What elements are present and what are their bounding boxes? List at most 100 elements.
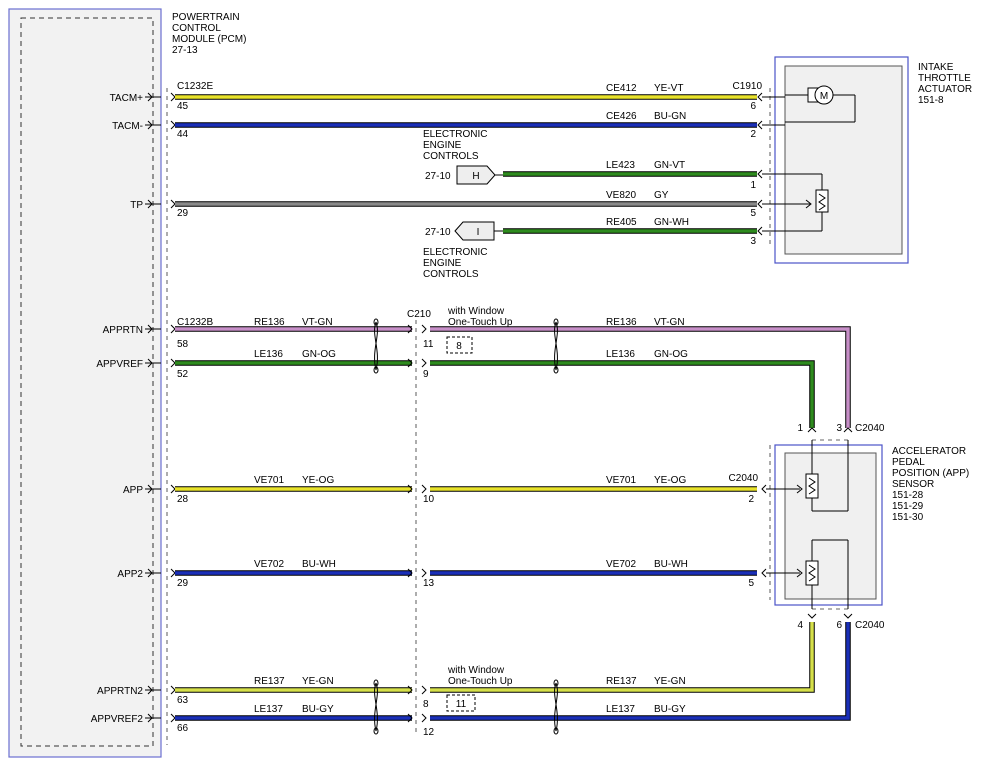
connector-c2040-mid: C2040	[729, 473, 759, 484]
app-end-pin-6: 6	[836, 620, 842, 631]
actuator-title-2: THROTTLE	[918, 73, 971, 84]
pin-label-appvref: APPVREF	[96, 359, 143, 370]
intake-throttle-actuator	[769, 56, 909, 264]
color-app2-right: BU-WH	[654, 559, 688, 570]
actuator-title-4: 151-8	[918, 95, 944, 106]
end-pin-1: 1	[750, 180, 756, 191]
c210-pin-9: 9	[423, 369, 429, 380]
pcm-title-3: MODULE (PCM)	[172, 34, 246, 45]
pcm-pin-45: 45	[177, 101, 189, 112]
eec-tag-h-label: H	[472, 171, 479, 182]
pin-label-apprtn: APPRTN	[103, 325, 143, 336]
end-pin-6: 6	[750, 101, 756, 112]
window-note-bottom-1: with Window	[447, 665, 505, 676]
color-app2-left: BU-WH	[302, 559, 336, 570]
pcm-pin-chevrons	[145, 92, 161, 723]
pin-label-apprtn2: APPRTN2	[97, 686, 143, 697]
eec-tag-h	[456, 165, 503, 185]
eec-top-label-2: ENGINE	[423, 140, 462, 151]
end-pin-3: 3	[750, 236, 756, 247]
eec-top-label-1: ELECTRONIC	[423, 129, 487, 140]
wire-appvref	[175, 360, 815, 428]
c210-pin-11: 11	[423, 339, 434, 350]
circuit-le423: LE423	[606, 160, 635, 171]
color-appvref-left: GN-OG	[302, 349, 336, 360]
window-ref-top: 8	[456, 341, 462, 352]
eec-tag-i	[454, 221, 503, 241]
pin-label-appvref2: APPVREF2	[91, 714, 144, 725]
end-pin-2: 2	[750, 129, 756, 140]
pin-label-tacm-plus: TACM+	[110, 93, 144, 104]
color-app-right: YE-OG	[654, 475, 686, 486]
end-pin-5: 5	[750, 208, 756, 219]
circuit-app-right: VE701	[606, 475, 636, 486]
connector-c210: C210	[407, 309, 431, 320]
pin-label-tacm-minus: TACM-	[112, 121, 143, 132]
eec-tag-h-ref: 27-10	[425, 171, 451, 182]
app-sensor-pot-2-icon	[785, 539, 849, 609]
end-chevrons	[757, 92, 853, 619]
pcm-pin-29-app2: 29	[177, 578, 189, 589]
circuit-tacm-plus: CE412	[606, 83, 637, 94]
eec-bottom-label-3: CONTROLS	[423, 269, 479, 280]
color-app-left: YE-OG	[302, 475, 334, 486]
color-apprtn2-right: YE-GN	[654, 676, 686, 687]
circuit-app-left: VE701	[254, 475, 284, 486]
pin-label-app: APP	[123, 485, 143, 496]
c210-chevrons	[407, 324, 427, 723]
connector-c2040-bottom: C2040	[855, 620, 885, 631]
app-title-6: 151-29	[892, 501, 924, 512]
color-tacm-plus: YE-VT	[654, 83, 683, 94]
actuator-title-1: INTAKE	[918, 62, 954, 73]
circuit-appvref-left: LE136	[254, 349, 283, 360]
pcm-module	[8, 8, 168, 758]
color-tp: GY	[654, 190, 669, 201]
app-title-2: PEDAL	[892, 457, 925, 468]
app-end-pin-1: 1	[797, 423, 803, 434]
circuit-app2-left: VE702	[254, 559, 284, 570]
color-re405: GN-WH	[654, 217, 689, 228]
app-end-pin-2: 2	[748, 494, 754, 505]
connector-c1232e: C1232E	[177, 81, 213, 92]
window-note-bottom-2: One-Touch Up	[448, 676, 513, 687]
color-le423: GN-VT	[654, 160, 685, 171]
app-title-5: 151-28	[892, 490, 924, 501]
pcm-pin-52: 52	[177, 369, 189, 380]
circuit-tacm-minus: CE426	[606, 111, 637, 122]
pcm-pin-28: 28	[177, 494, 189, 505]
color-appvref-right: GN-OG	[654, 349, 688, 360]
pcm-title-1: POWERTRAIN	[172, 12, 240, 23]
twisted-pair-markers	[373, 318, 559, 735]
pcm-pin-66: 66	[177, 723, 189, 734]
actuator-title-3: ACTUATOR	[918, 84, 972, 95]
throttle-position-sensor-icon	[785, 173, 829, 232]
eec-bottom-label-2: ENGINE	[423, 258, 462, 269]
pcm-pin-58: 58	[177, 339, 189, 350]
color-apprtn2-left: YE-GN	[302, 676, 334, 687]
wire-apprtn	[175, 326, 851, 428]
circuit-re405: RE405	[606, 217, 637, 228]
eec-tag-i-ref: 27-10	[425, 227, 451, 238]
app-title-3: POSITION (APP)	[892, 468, 969, 479]
motor-icon	[785, 85, 856, 123]
c210-pin-10: 10	[423, 494, 435, 505]
app-title-7: 151-30	[892, 512, 924, 523]
pcm-pin-63: 63	[177, 695, 189, 706]
circuit-apprtn-left: RE136	[254, 317, 285, 328]
circuit-appvref-right: LE136	[606, 349, 635, 360]
app-sensor-pot-1-icon	[785, 440, 849, 512]
eec-top-label-3: CONTROLS	[423, 151, 479, 162]
app-title-4: SENSOR	[892, 479, 934, 490]
connector-c1232b: C1232B	[177, 317, 213, 328]
c210-pin-8: 8	[423, 699, 429, 710]
connector-c2040-top: C2040	[855, 423, 885, 434]
circuit-apprtn2-left: RE137	[254, 676, 285, 687]
color-apprtn-left: VT-GN	[302, 317, 333, 328]
pin-label-tp: TP	[130, 200, 143, 211]
actuator-leads	[762, 96, 785, 574]
app-end-pin-3: 3	[836, 423, 842, 434]
pin-label-app2: APP2	[117, 569, 143, 580]
pcm-title-4: 27-13	[172, 45, 198, 56]
app-sensor	[769, 439, 883, 610]
